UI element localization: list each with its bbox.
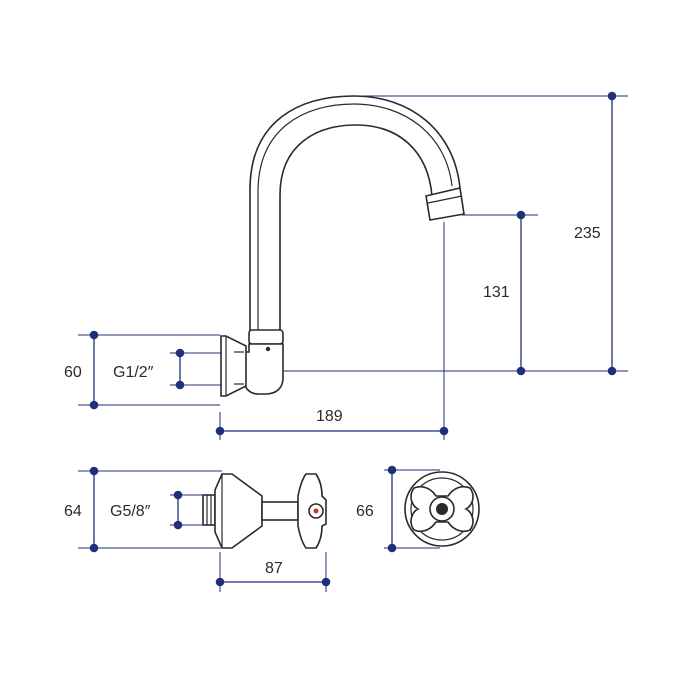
label-131: 131 (483, 284, 510, 301)
escutcheon-inner (410, 477, 474, 541)
valve-stem (261, 501, 299, 521)
label-189: 189 (316, 408, 343, 425)
handle-front-view (404, 471, 480, 547)
dimensions-upper (78, 91, 628, 440)
spout-highlight (257, 103, 453, 330)
dimensions-lower (78, 466, 331, 592)
hub-center (436, 503, 448, 515)
dimensions-handle (384, 465, 440, 553)
label-60: 60 (64, 364, 82, 381)
label-64: 64 (64, 503, 82, 520)
body-screw (265, 346, 271, 352)
valve-assembly (202, 473, 327, 549)
wall-flange-top (220, 335, 247, 397)
label-66: 66 (356, 503, 374, 520)
label-235: 235 (574, 225, 601, 242)
aerator-nozzle (425, 187, 465, 221)
aerator-ring (427, 195, 463, 204)
gooseneck-spout (249, 95, 461, 339)
label-g58: G5/8″ (110, 503, 151, 520)
spout-assembly (220, 95, 465, 397)
valve-flange (214, 473, 263, 549)
label-g12: G1/2″ (113, 364, 154, 381)
inlet-thread (202, 494, 216, 526)
label-87: 87 (265, 560, 283, 577)
index-dot (313, 508, 319, 514)
swivel-collar (248, 329, 284, 345)
